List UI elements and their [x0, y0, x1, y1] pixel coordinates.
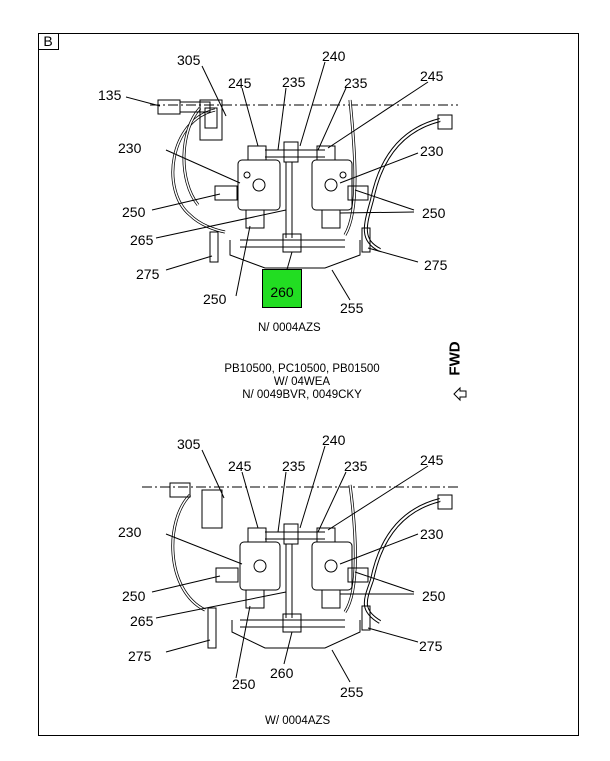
callout-250-left-b: 250 — [122, 588, 146, 604]
callout-250-bottom: 250 — [203, 291, 227, 307]
forward-direction-indicator: FWD — [447, 336, 482, 402]
callout-240: 240 — [322, 48, 346, 64]
callout-245-right: 245 — [420, 68, 444, 84]
callout-235-right-b: 235 — [344, 458, 368, 474]
top-view-caption: N/ 0004AZS — [258, 322, 321, 334]
callout-230-right-b: 230 — [420, 526, 444, 542]
callout-230-left: 230 — [118, 140, 142, 156]
callout-275-left-b: 275 — [128, 648, 152, 664]
callout-305: 305 — [177, 52, 201, 68]
callout-230-left-b: 230 — [118, 524, 142, 540]
callout-275-left: 275 — [136, 266, 160, 282]
callout-255-b: 255 — [340, 684, 364, 700]
callout-250-right-b: 250 — [422, 588, 446, 604]
callout-240-b: 240 — [322, 432, 346, 448]
applicability-line-2: W/ 04WEA — [273, 376, 331, 388]
callout-250-left: 250 — [122, 204, 146, 220]
top-leader-lines — [125, 61, 429, 301]
callout-265-b: 265 — [130, 613, 154, 629]
top-assembly-drawing — [150, 99, 458, 269]
callout-230-right: 230 — [420, 143, 444, 159]
callout-275-right-b: 275 — [419, 638, 443, 654]
figure-frame — [38, 33, 579, 736]
callout-260-highlighted: 260 — [262, 269, 302, 308]
bottom-view-caption: W/ 0004AZS — [265, 715, 331, 727]
fwd-arrow-icon — [453, 386, 467, 402]
applicability-line-1: PB10500, PC10500, PB01500 — [224, 363, 380, 375]
panel-label: B — [38, 33, 59, 50]
callout-235-left: 235 — [282, 74, 306, 90]
callout-245-left: 245 — [228, 75, 252, 91]
callout-245-right-b: 245 — [420, 452, 444, 468]
fwd-label: FWD — [446, 341, 464, 376]
callout-265: 265 — [130, 232, 154, 248]
callout-245-left-b: 245 — [228, 458, 252, 474]
callout-235-right: 235 — [344, 75, 368, 91]
callout-275-right: 275 — [424, 257, 448, 273]
callout-305-b: 305 — [177, 436, 201, 452]
callout-235-left-b: 235 — [282, 458, 306, 474]
bottom-leader-lines — [151, 445, 429, 683]
callout-135: 135 — [98, 87, 122, 103]
applicability-line-3: N/ 0049BVR, 0049CKY — [242, 389, 362, 401]
callout-250-right: 250 — [422, 205, 446, 221]
callout-250-bottom-b: 250 — [232, 676, 256, 692]
bottom-assembly-drawing — [142, 482, 458, 649]
callout-255: 255 — [340, 300, 364, 316]
callout-260-b: 260 — [270, 665, 294, 681]
